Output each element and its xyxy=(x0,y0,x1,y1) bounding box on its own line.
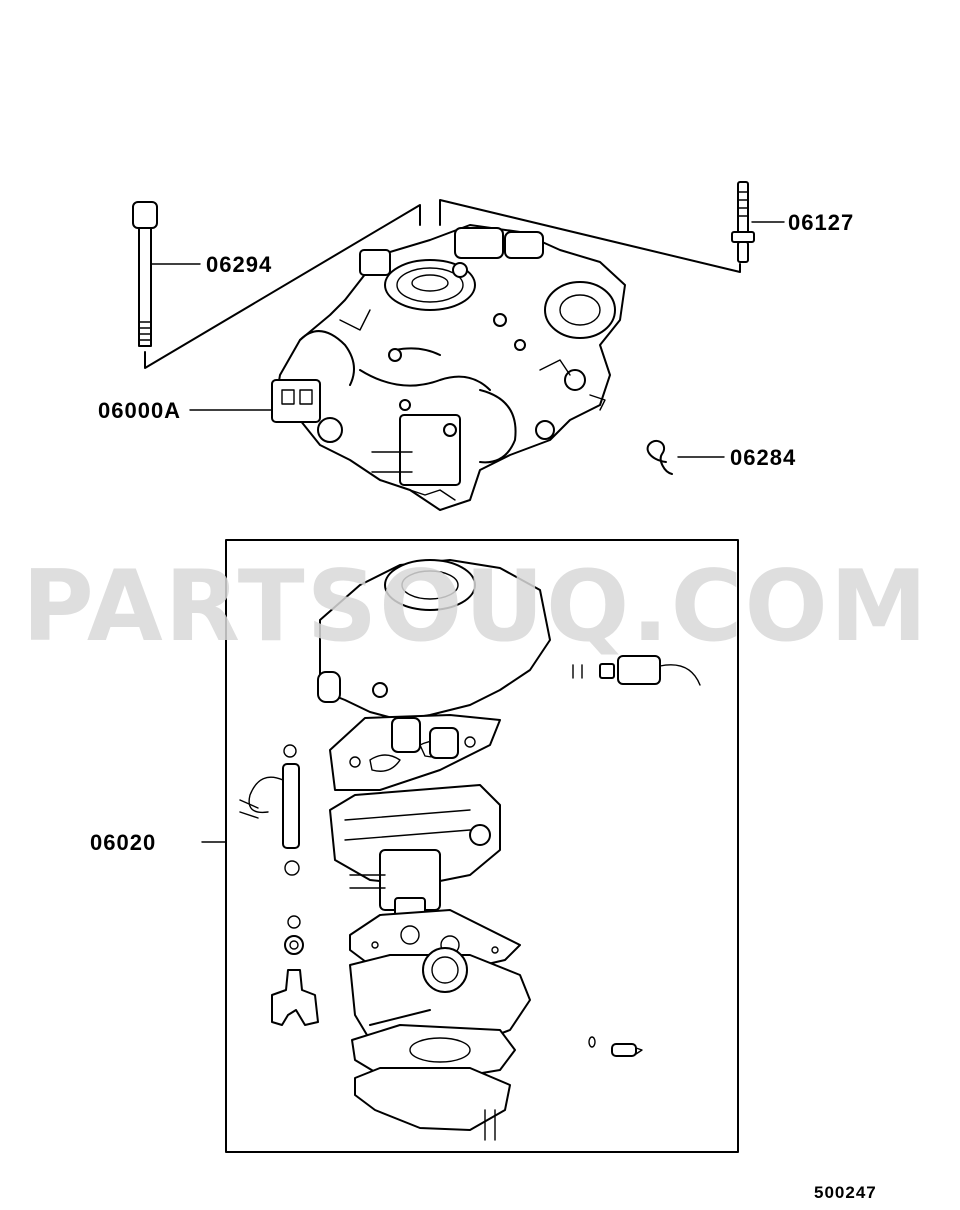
needle-valve-part[interactable] xyxy=(588,1036,643,1057)
long-bolt-part[interactable] xyxy=(132,201,158,347)
figure-number: 500247 xyxy=(814,1183,877,1202)
stud-bolt-part[interactable] xyxy=(731,181,755,263)
callout-06284: 06284 xyxy=(730,445,796,470)
clip-part[interactable] xyxy=(646,440,673,475)
exploded-carburetor-drawing[interactable] xyxy=(317,559,551,1141)
kit-box xyxy=(225,539,739,1153)
callout-06020: 06020 xyxy=(90,830,156,855)
callout-06127: 06127 xyxy=(788,210,854,235)
solenoid-valve-part[interactable] xyxy=(239,744,300,876)
carburetor-assembly-drawing[interactable] xyxy=(144,199,741,511)
watermark: PARTSOUQ.COM xyxy=(22,550,929,664)
jet-part[interactable] xyxy=(271,915,319,1026)
callout-06000a: 06000A xyxy=(98,398,181,423)
fuel-cut-valve-part[interactable] xyxy=(572,655,701,686)
callout-06294: 06294 xyxy=(206,252,272,277)
